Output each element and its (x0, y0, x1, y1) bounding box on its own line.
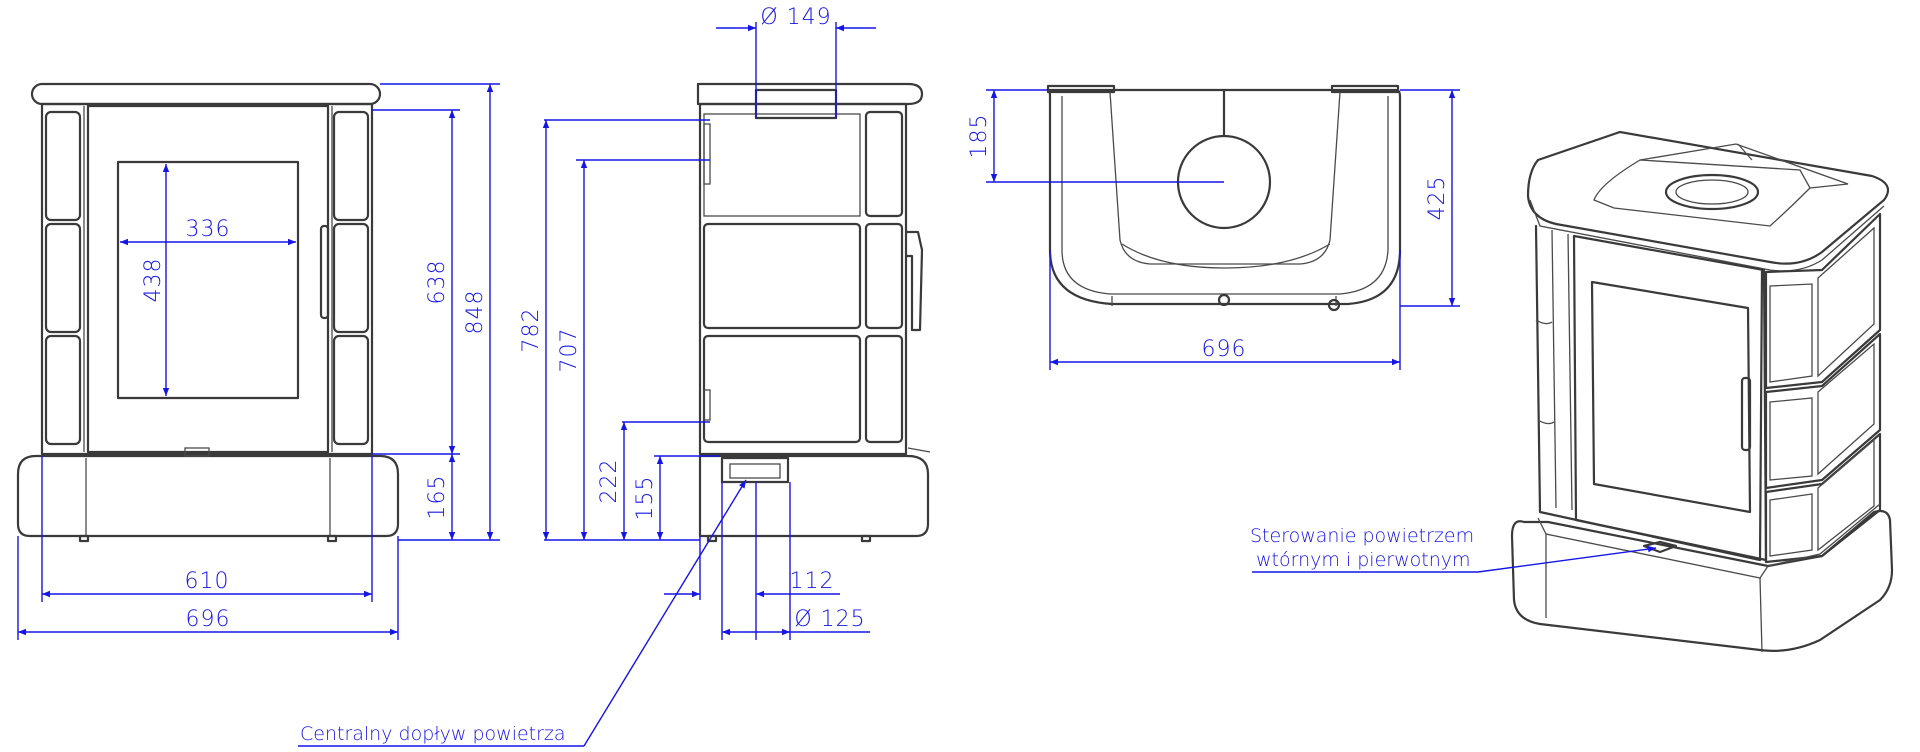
top-outline (1046, 88, 1402, 306)
iso-base (1510, 509, 1894, 652)
dim-782: 782 (519, 308, 544, 353)
top-edge-left (1046, 84, 1116, 94)
front-right-tile (332, 222, 370, 334)
top-view (1046, 84, 1402, 312)
side-tile (864, 222, 904, 330)
front-glass (116, 160, 300, 400)
side-air-inlet (720, 456, 790, 484)
top-edge-right (1330, 84, 1400, 94)
dim-air-diameter: Ø 125 (794, 607, 865, 632)
side-dimensions: Ø 149 782 707 222 155 112 Ø 125 (298, 5, 876, 747)
side-body (698, 102, 908, 456)
side-base (698, 454, 930, 538)
side-tile (702, 334, 862, 444)
dim-438: 438 (141, 258, 166, 303)
front-base (16, 454, 400, 538)
side-top-plate (696, 82, 924, 106)
iso-flue-ring (1664, 173, 1760, 211)
side-view (696, 82, 931, 543)
front-dimensions: 336 438 638 848 165 610 696 (17, 83, 500, 640)
front-left-tile (44, 222, 82, 334)
dim-336: 336 (186, 217, 231, 242)
front-view (16, 82, 400, 543)
dim-165: 165 (425, 475, 450, 520)
dim-flue-diameter: Ø 149 (760, 5, 831, 30)
front-left-tile (44, 110, 82, 222)
dim-112: 112 (790, 569, 835, 594)
side-door-handle (904, 230, 924, 332)
side-tile (864, 334, 904, 444)
iso-handle (1740, 376, 1752, 452)
dim-425: 425 (1425, 176, 1450, 221)
note-central-air: Centralny dopływ powietrza (300, 723, 566, 745)
front-right-tile (332, 334, 370, 446)
top-dimensions: 185 425 696 (967, 89, 1460, 370)
dim-696-front: 696 (186, 607, 231, 632)
side-tile (702, 222, 862, 330)
dim-610: 610 (185, 569, 230, 594)
dim-707: 707 (557, 328, 582, 373)
notes: Centralny dopływ powietrza Sterowanie po… (300, 525, 1474, 745)
isometric-view (1252, 130, 1894, 653)
front-left-tile (44, 334, 82, 446)
dim-696-top: 696 (1202, 337, 1247, 362)
dim-185: 185 (967, 114, 992, 159)
note-air-control-line2: wtórnym i pierwotnym (1256, 549, 1471, 571)
front-top-plate (30, 82, 382, 106)
side-tile (864, 110, 904, 218)
front-door (86, 104, 330, 454)
dim-638: 638 (425, 260, 450, 305)
front-door-handle (319, 224, 330, 320)
dim-222: 222 (597, 459, 622, 504)
front-right-tile (332, 110, 370, 222)
note-air-control-line1: Sterowanie powietrzem (1250, 525, 1474, 547)
dim-848: 848 (463, 290, 488, 335)
front-body (40, 102, 374, 456)
dim-155: 155 (633, 476, 658, 521)
iso-glass (1590, 280, 1752, 514)
iso-top-plate (1526, 130, 1890, 265)
